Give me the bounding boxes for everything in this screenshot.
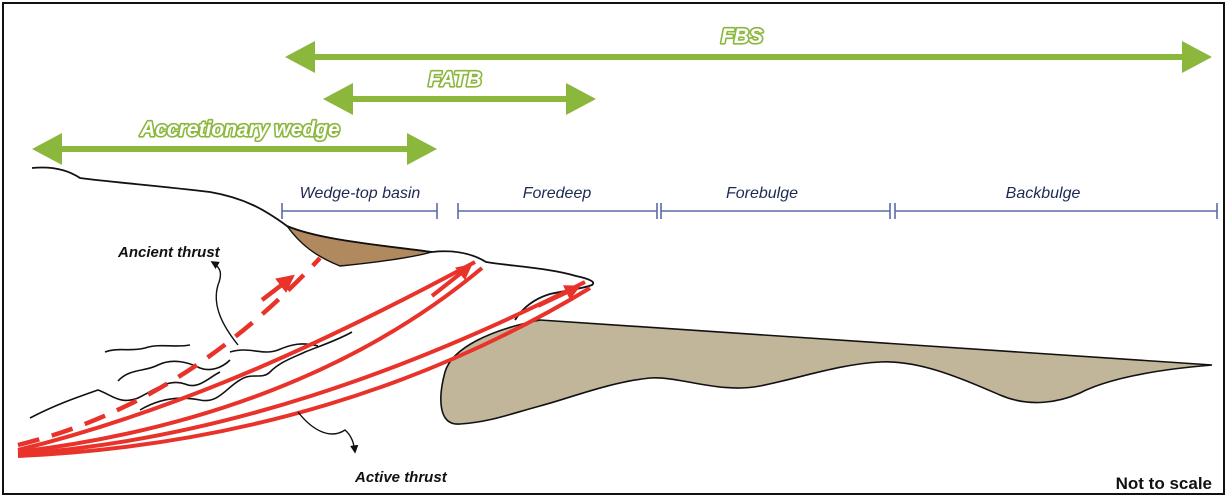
wedge-top-basin-label: Wedge-top basin [300,185,421,202]
fbs-label: FBS [721,25,763,48]
backbulge-label: Backbulge [1006,185,1081,202]
not-to-scale-note: Not to scale [1116,474,1212,493]
accretionary-wedge-label: Accretionary wedge [139,118,340,141]
forebulge-label: Forebulge [726,185,798,202]
foredeep-label: Foredeep [523,185,592,202]
ancient-thrust-label: Ancient thrust [117,244,221,261]
active-thrust-label: Active thrust [354,469,448,486]
fatb-label: FATB [428,68,481,91]
